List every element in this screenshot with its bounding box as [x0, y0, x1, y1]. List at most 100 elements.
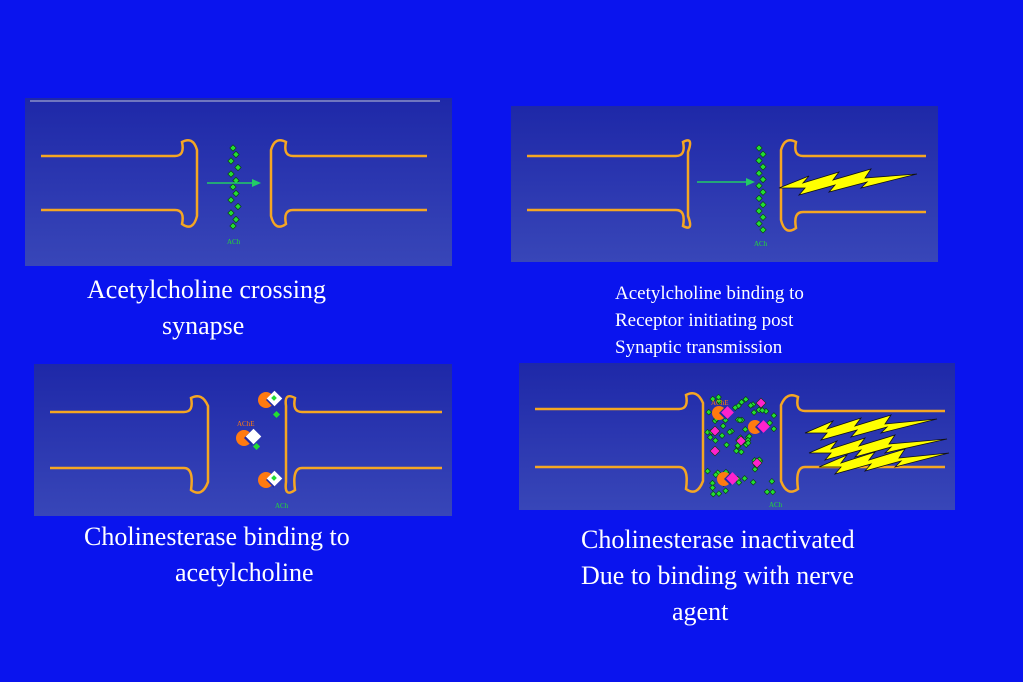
nerve-agent-molecule-icon — [735, 435, 747, 447]
acetylcholine-molecule-icon — [755, 219, 763, 228]
lightning-bolt-icon — [818, 448, 950, 475]
postsynaptic-terminal — [779, 139, 926, 232]
ach-label: ACh — [769, 501, 783, 509]
acetylcholine-molecule-icon — [741, 475, 748, 482]
acetylcholine-molecule-icon — [232, 176, 240, 185]
nerve-agent-molecule-icon — [755, 397, 767, 409]
acetylcholine-molecule-icon — [763, 488, 771, 496]
acetylcholine-molecule-icon — [719, 422, 727, 430]
ach-molecules — [227, 144, 242, 230]
acetylcholine-molecule-icon — [722, 487, 729, 494]
acetylcholine-molecule-icon — [705, 408, 712, 416]
acetylcholine-molecule-icon — [759, 163, 767, 171]
caption-line: agent — [672, 597, 729, 626]
acetylcholine-molecule-icon — [227, 170, 235, 178]
nerve-agent-molecule-icon — [709, 425, 721, 437]
nerve-agent-molecule-icon — [709, 445, 721, 457]
lightning-bolt-icon — [808, 434, 948, 461]
acetylcholine-molecule-icon — [747, 402, 754, 409]
acetylcholine-molecule-icon — [726, 428, 733, 436]
caption-line: Due to binding with nerve — [581, 561, 854, 590]
acetylcholine-molecule-icon — [709, 395, 716, 403]
acetylcholine-molecule-icon — [718, 432, 726, 439]
acetylcholine-molecule-icon — [738, 448, 745, 456]
acetylcholine-molecule-icon — [712, 437, 719, 444]
acetylcholine-molecule-icon — [712, 471, 720, 478]
acetylcholine-molecule-icon — [715, 490, 723, 497]
panel-ache-inactivated: AChE ACh — [519, 363, 955, 510]
caption-line: Acetylcholine binding to — [615, 283, 804, 304]
postsynaptic-terminal — [284, 395, 442, 494]
acetylcholine-molecule-icon — [755, 207, 763, 215]
acetylcholine-molecule-icon — [749, 478, 757, 486]
acetylcholine-molecule-icon — [723, 441, 730, 449]
acetylcholine-molecule-icon — [731, 404, 739, 411]
lightning-bolt-icon — [778, 168, 918, 196]
synapse-diagram-2: ACh — [511, 106, 938, 262]
presynaptic-terminal — [50, 395, 210, 494]
acetylcholine-molecule-icon — [715, 397, 723, 404]
acetylcholine-molecule-icon — [709, 479, 716, 487]
acetylcholine-molecule-icon — [704, 429, 711, 436]
acetylcholine-molecule-icon — [742, 426, 749, 433]
ach-label: ACh — [754, 240, 768, 248]
synapse-diagram-3: AChE ACh — [34, 364, 452, 516]
synapse-diagram-4: AChE ACh — [519, 363, 955, 510]
acetylcholine-molecule-icon — [234, 202, 242, 211]
caption-ach-binding: Acetylcholine binding to Receptor initia… — [615, 280, 804, 361]
acetylcholine-molecule-icon — [234, 163, 242, 172]
presynaptic-terminal — [535, 392, 705, 493]
panel-ach-crossing: ACh — [25, 98, 452, 266]
ach-molecules — [755, 144, 767, 234]
acetylcholine-molecule-icon — [227, 196, 235, 204]
acetylcholine-molecule-icon — [738, 398, 745, 406]
ach-label: ACh — [227, 238, 241, 246]
acetylcholine-molecule-icon — [227, 209, 235, 217]
acetylcholine-molecule-icon — [232, 150, 240, 159]
presynaptic-terminal — [527, 139, 692, 229]
acetylcholine-molecule-icon — [759, 407, 766, 414]
acetylcholine-molecule-icon — [709, 484, 716, 492]
caption-line: synapse — [162, 311, 245, 340]
acetylcholine-molecule-icon — [770, 412, 778, 419]
arrow-icon — [697, 178, 755, 186]
ache-label: AChE — [711, 399, 729, 407]
caption-line: Synaptic transmission — [615, 337, 783, 358]
cholinesterase-enzyme-icon — [748, 420, 770, 434]
acetylcholine-molecule-icon — [759, 213, 767, 221]
panel-ach-binding: ACh — [511, 106, 938, 262]
postsynaptic-terminal — [779, 394, 945, 493]
acetylcholine-molecule-icon — [252, 410, 281, 451]
acetylcholine-molecule-icon — [704, 467, 711, 475]
acetylcholine-molecule-icon — [742, 396, 750, 403]
acetylcholine-molecule-icon — [229, 222, 237, 230]
presynaptic-terminal — [41, 139, 199, 228]
acetylcholine-molecule-icon — [227, 157, 235, 165]
synapse-diagram-1: ACh — [25, 98, 452, 266]
acetylcholine-molecule-icon — [759, 201, 767, 209]
acetylcholine-molecule-icon — [715, 393, 722, 401]
acetylcholine-molecule-icon — [744, 439, 752, 447]
postsynaptic-terminal — [269, 139, 427, 228]
ache-label: AChE — [237, 420, 255, 428]
acetylcholine-molecule-icon — [759, 150, 767, 158]
caption-line: Cholinesterase binding to — [84, 522, 350, 551]
acetylcholine-molecule-icon — [710, 490, 717, 498]
nerve-agent-molecules — [709, 397, 767, 469]
caption-line: Acetylcholine crossing — [87, 275, 326, 304]
acetylcholine-molecule-icon — [735, 479, 743, 486]
acetylcholine-molecule-icon — [707, 434, 714, 441]
acetylcholine-molecule-icon — [755, 144, 763, 152]
acetylcholine-molecule-icon — [733, 447, 740, 455]
acetylcholine-molecule-icon — [750, 409, 758, 416]
acetylcholine-molecule-icon — [229, 144, 237, 152]
arrow-icon — [207, 179, 261, 187]
caption-line: acetylcholine — [175, 558, 314, 587]
ach-molecules — [704, 393, 778, 498]
acetylcholine-molecule-icon — [722, 416, 729, 424]
acetylcholine-molecule-icon — [768, 478, 776, 485]
lightning-bolt-icon — [804, 414, 938, 441]
acetylcholine-molecule-icon — [766, 419, 773, 427]
nerve-agent-molecule-icon — [751, 457, 763, 469]
acetylcholine-molecule-icon — [736, 416, 744, 424]
